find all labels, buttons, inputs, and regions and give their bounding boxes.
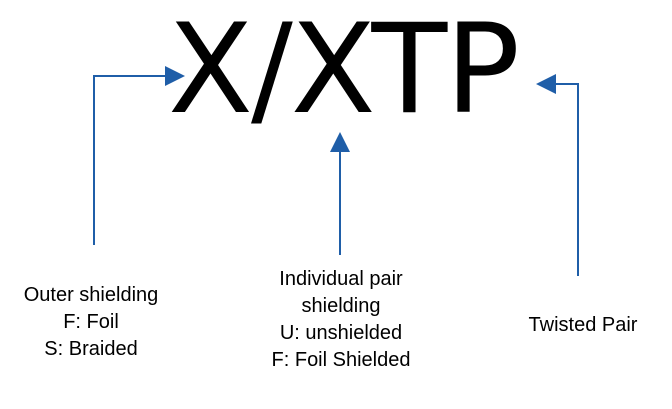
outer-shielding-label: Outer shielding F: Foil S: Braided <box>0 282 182 363</box>
twisted-pair-arrow <box>536 74 579 276</box>
twisted-pair-label: Twisted Pair <box>508 312 658 339</box>
outer-shielding-foil: F: Foil <box>63 311 119 333</box>
outer-shielding-braided: S: Braided <box>44 338 138 360</box>
outer-shielding-title: Outer shielding <box>23 284 159 306</box>
individual-pair-unshielded: U: unshielded <box>279 322 403 344</box>
cable-code-title: X/XTP <box>168 0 520 142</box>
individual-pair-foil-shielded: F: Foil Shielded <box>271 349 411 371</box>
individual-pair-title-continued: shielding <box>301 295 381 317</box>
twisted-pair-title: Twisted Pair <box>528 314 638 336</box>
outer-shielding-arrow <box>93 66 185 245</box>
individual-pair-title: Individual pair <box>279 268 403 290</box>
individual-pair-shielding-label: Individual pair shielding U: unshielded … <box>246 266 436 374</box>
